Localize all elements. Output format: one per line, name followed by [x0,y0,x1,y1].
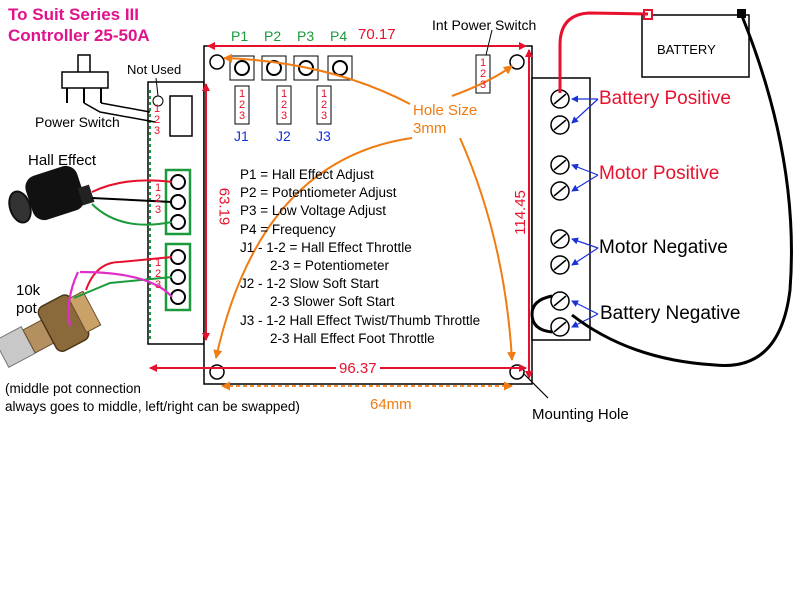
pot-adjusters [229,55,353,81]
jumper-label-j2: J2 [276,128,291,144]
dimension-left: 63.19 [215,187,233,226]
mounting-hole-label: Mounting Hole [532,406,629,423]
legend-item: 2-3 Hall Effect Foot Throttle [270,330,435,346]
battery [641,14,750,78]
legend-item: P3 = Low Voltage Adjust [240,203,386,219]
mounting-hole-tr [509,54,525,70]
title-line-1: To Suit Series III [8,5,139,24]
legend-item: J3 - 1-2 Hall Effect Twist/Thumb Throttl… [240,312,481,328]
hole-size-line-2: 3mm [413,120,447,137]
pot-label-p3: P3 [297,28,315,44]
battery-positive-wire [558,11,649,93]
terminal-motor-positive: Motor Positive [599,163,720,184]
terminal-motor-negative: Motor Negative [599,237,728,258]
mounting-hole-tl [209,54,225,70]
power-switch-label: Power Switch [35,114,120,130]
legend-item: 2-3 = Potentiometer [270,258,389,274]
switch-block [169,95,193,137]
battery-negative-wire [571,15,793,368]
dimension-hole-spacing: 64mm [370,396,412,413]
potentiometer-graphic [0,290,102,368]
legend-item: J1 - 1-2 = Hall Effect Throttle [240,239,412,255]
legend: P1 = Hall Effect Adjust P2 = Potentiomet… [240,166,480,348]
not-used-label: Not Used [127,62,182,77]
hall-effect-label: Hall Effect [28,152,97,169]
power-switch-graphic [61,54,109,103]
pot-note-line-2: always goes to middle, left/right can be… [5,399,300,414]
battery-label: BATTERY [657,42,716,57]
jumper-label-j1: J1 [234,128,249,144]
int-power-switch-label: Int Power Switch [432,17,537,33]
pot-label-line-1: 10k [16,282,41,299]
legend-item: P4 = Frequency [240,221,336,237]
battery-negative-post [737,9,746,18]
legend-item: P1 = Hall Effect Adjust [240,167,374,182]
pot-note-line-1: (middle pot connection [5,381,141,396]
legend-item: P2 = Potentiometer Adjust [240,185,397,201]
terminal-battery-negative: Battery Negative [600,303,741,324]
jumper-label-j3: J3 [316,128,331,144]
legend-item: 2-3 Slower Soft Start [270,294,395,310]
dimension-bottom: 96.37 [336,360,380,377]
pot-label-p2: P2 [264,28,282,44]
dimension-right: 114.45 [511,190,529,235]
terminal-battery-positive: Battery Positive [599,88,731,109]
hole-size-line-1: Hole Size [413,102,478,119]
pot-label-line-2: pot [16,300,37,317]
dimension-top: 70.17 [358,26,396,43]
title-line-2: Controller 25-50A [8,26,150,45]
pot-label-p1: P1 [231,28,249,44]
pot-label-p4: P4 [330,28,348,44]
legend-item: J2 - 1-2 Slow Soft Start [240,276,379,292]
terminal-screws [550,89,570,337]
hall-sensor-graphic [8,165,95,224]
